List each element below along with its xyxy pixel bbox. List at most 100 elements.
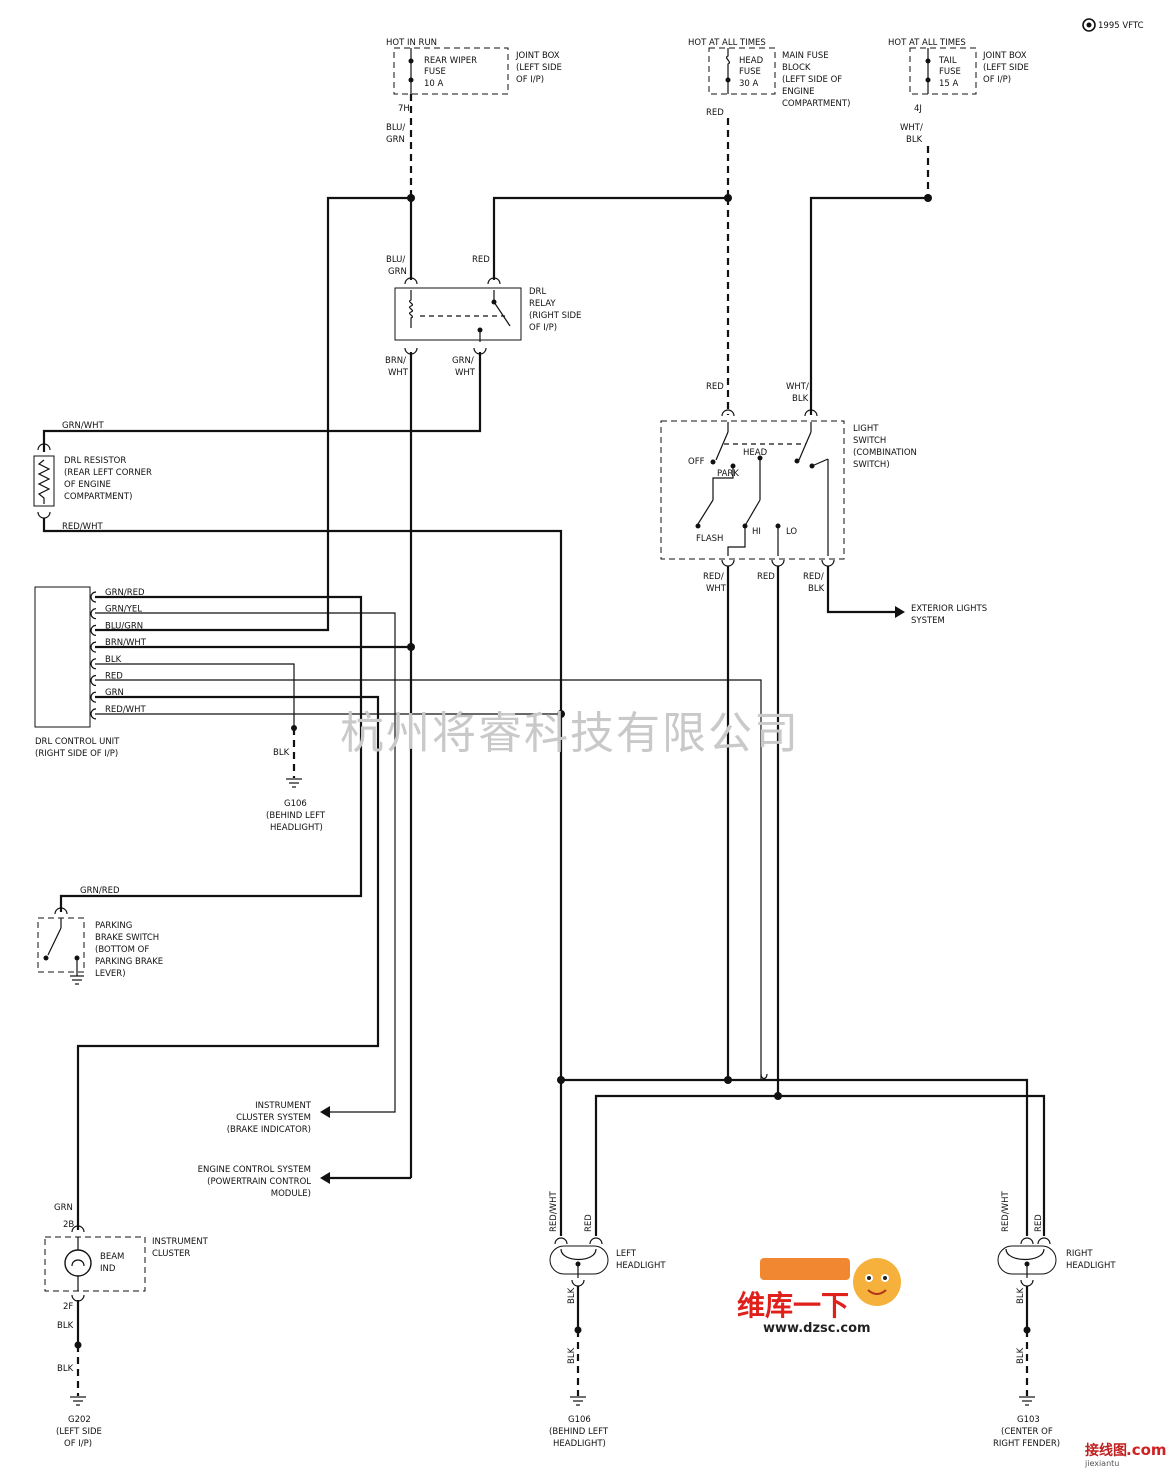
switch-type-2: SWITCH)	[853, 460, 890, 470]
left-headlight: RED/WHT RED LEFT HEADLIGHT BLK BLK G106 …	[549, 1191, 666, 1449]
pos-lo: LO	[786, 527, 797, 537]
hot-in-run-label: HOT IN RUN	[386, 38, 437, 48]
instrument-cluster-system-label-3: (BRAKE INDICATOR)	[227, 1125, 311, 1135]
control-unit-wires	[59, 595, 762, 1230]
ground-location: (BEHIND LEFT	[266, 811, 326, 821]
pos-hi: HI	[752, 527, 761, 537]
control-unit-box	[34, 586, 91, 728]
terminal-label: 7H	[398, 104, 410, 114]
wire-color-label: RED/WHT	[549, 1191, 559, 1232]
right-headlight: RED/WHT RED RIGHT HEADLIGHT BLK BLK G103…	[993, 1191, 1116, 1449]
pin-connector	[90, 591, 97, 603]
instrument-cluster-system-label: INSTRUMENT	[255, 1101, 312, 1111]
switch-name: PARKING	[95, 921, 132, 931]
pos-off: OFF	[688, 457, 705, 467]
pos-flash: FLASH	[696, 534, 723, 544]
wire-color-label-2: BLK	[906, 135, 923, 145]
wire-color-label: BLK	[273, 748, 290, 758]
relay-location: (RIGHT SIDE	[529, 311, 581, 321]
headlight-name: RIGHT	[1066, 1249, 1093, 1259]
corner-logo-text: 接线图	[1085, 1442, 1127, 1459]
pin-connector	[90, 691, 97, 703]
terminal-label: 4J	[914, 104, 922, 114]
bulb-icon	[64, 1249, 92, 1277]
wire-color-label-2: BLK	[57, 1321, 74, 1331]
cluster-name: INSTRUMENT	[152, 1237, 209, 1247]
mascot-icon	[853, 1258, 901, 1306]
switch-name-2: BRAKE SWITCH	[95, 933, 159, 943]
resistor-name: DRL RESISTOR	[64, 456, 126, 466]
switch-name: LIGHT	[853, 424, 879, 434]
fuse-name: HEAD	[739, 56, 764, 66]
wire-color-label-3: BLK	[57, 1364, 74, 1374]
pin-wire-label: GRN/YEL	[105, 605, 142, 615]
wire-red-blk	[826, 566, 898, 614]
logo-url: www.dzsc.com	[763, 1321, 871, 1336]
fuse-location: JOINT BOX	[515, 51, 560, 61]
wire-color-label-2: GRN	[388, 267, 407, 277]
wire-color-label: GRN	[54, 1203, 73, 1213]
relay-box	[394, 287, 522, 341]
exterior-lights-label: EXTERIOR LIGHTS	[911, 604, 987, 614]
copyright-mark: 1995 VFTC	[1082, 18, 1144, 32]
pin-wire-label: BLU/GRN	[105, 621, 143, 631]
fuse-location-3: OF I/P)	[983, 75, 1011, 85]
ground-location: (LEFT SIDE	[56, 1427, 102, 1437]
wire-color-label-2: RED/WHT	[62, 522, 103, 532]
ground-location: (CENTER OF	[1001, 1427, 1053, 1437]
relay-name-2: RELAY	[529, 299, 556, 309]
relay-location-2: OF I/P)	[529, 323, 557, 333]
fuse-word: FUSE	[939, 67, 961, 77]
indicator-name-2: IND	[100, 1264, 116, 1274]
pin-wire-label: GRN/RED	[105, 588, 145, 598]
fuse-rating: 15 A	[939, 79, 959, 89]
wire-color-label-5: WHT	[706, 584, 727, 594]
wire-color-label: RED	[706, 108, 724, 118]
headlight-bus	[557, 1073, 1046, 1236]
wire-color-label-4: BLK	[1016, 1347, 1026, 1364]
ground-id: G103	[1017, 1415, 1040, 1425]
switch-outline	[660, 420, 845, 560]
headlight-outline	[549, 1245, 609, 1275]
switch-location-2: PARKING BRAKE	[95, 957, 163, 967]
instrument-cluster-system-label-2: CLUSTER SYSTEM	[236, 1113, 311, 1123]
ground-id: G106	[284, 799, 307, 809]
instrument-cluster: GRN 2B BEAM IND INSTRUMENT CLUSTER 2F BL…	[44, 1203, 209, 1449]
wire-color-label-4: BLK	[567, 1347, 577, 1364]
ground-g106-top: BLK G106 (BEHIND LEFT HEADLIGHT)	[266, 748, 326, 833]
wire-color-label-2: RED	[584, 1214, 594, 1232]
pin-connector	[90, 658, 97, 670]
pin-connector	[90, 608, 97, 620]
fuse-location: JOINT BOX	[982, 51, 1027, 61]
pin-wire-label: BLK	[105, 655, 122, 665]
pos-park: PARK	[717, 469, 739, 479]
control-unit-location: (RIGHT SIDE OF I/P)	[35, 749, 118, 759]
watermark-text: 杭州将睿科技有限公司	[340, 708, 800, 759]
fuse-location-2: (LEFT SIDE	[516, 63, 562, 73]
fuse-location-5: COMPARTMENT)	[782, 99, 850, 109]
corner-logo: 接线图 .com jiexiantu	[1084, 1441, 1167, 1468]
relay-name: DRL	[529, 287, 546, 297]
cluster-name-2: CLUSTER	[152, 1249, 190, 1259]
wire-color-label-8: BLK	[808, 584, 825, 594]
wire-color-label: RED	[706, 382, 724, 392]
wire-color-label-3: RED	[472, 255, 490, 265]
drl-resistor: GRN/WHT DRL RESISTOR (REAR LEFT CORNER O…	[33, 421, 152, 532]
drl-control-unit: GRN/REDGRN/YELBLU/GRNBRN/WHTBLKREDGRNRED…	[34, 586, 147, 759]
wire-color-label: WHT/	[900, 123, 923, 133]
dzsc-logo: 维库一下 www.dzsc.com	[737, 1258, 901, 1336]
wire-color-label-7: WHT	[455, 368, 476, 378]
cluster-outline	[44, 1236, 146, 1292]
fuse-name: TAIL	[938, 56, 957, 66]
hot-at-all-times-label: HOT AT ALL TIMES	[688, 38, 766, 48]
indicator-name: BEAM	[100, 1252, 124, 1262]
wire-color-label-5: WHT	[388, 368, 409, 378]
resistor-location-2: OF ENGINE	[64, 480, 111, 490]
ground-location-2: OF I/P)	[64, 1439, 92, 1449]
wire-color-label-7: RED/	[803, 572, 824, 582]
switch-type: (COMBINATION	[853, 448, 917, 458]
ground-location-2: HEADLIGHT)	[553, 1439, 606, 1449]
switch-location: (BOTTOM OF	[95, 945, 149, 955]
engine-control-label-3: MODULE)	[271, 1189, 311, 1199]
